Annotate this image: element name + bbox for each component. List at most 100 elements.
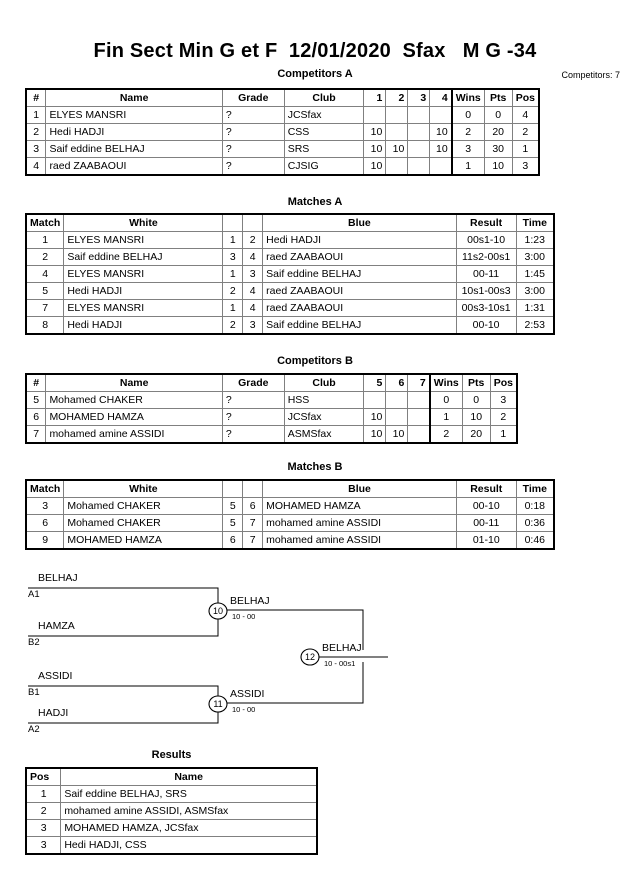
match-time: 1:31 [515, 299, 555, 317]
blue-seed: 3 [242, 316, 264, 335]
column-header: Wins [428, 373, 463, 392]
result-position: 1 [25, 785, 62, 803]
match-score-cell: 10 [385, 425, 409, 444]
match-result: 00s1-10 [455, 231, 517, 249]
match-time: 3:00 [515, 248, 555, 266]
match-score-cell: 10 [429, 123, 453, 141]
points-cell: 0 [461, 391, 491, 409]
blue-seed: 6 [242, 497, 264, 515]
wins-cell: 1 [428, 408, 463, 426]
white-competitor: Mohamed CHAKER [63, 514, 224, 532]
white-seed: 1 [222, 265, 244, 283]
result-position: 3 [25, 819, 62, 837]
blue-competitor: mohamed amine ASSIDI [262, 531, 457, 550]
column-header: Wins [450, 88, 485, 107]
match-result: 00-11 [455, 265, 517, 283]
match-number-10: 10 [213, 606, 223, 616]
match-number: 8 [25, 316, 65, 335]
competitor-club: HSS [283, 391, 365, 409]
competitor-grade: ? [221, 425, 285, 444]
points-cell: 20 [483, 123, 513, 141]
competitor-grade: ? [221, 391, 285, 409]
points-cell: 30 [483, 140, 513, 158]
column-header: Blue [262, 213, 457, 232]
blue-seed: 7 [242, 531, 264, 550]
tournament-bracket: 10 11 12 BELHAJ A1 HAMZA B2 ASSIDI B1 HA… [0, 560, 630, 740]
match-score-cell [407, 140, 431, 158]
competitor-name: Saif eddine BELHAJ [45, 140, 223, 158]
column-header: # [25, 88, 47, 107]
match-number-12: 12 [305, 652, 315, 662]
match-score-cell [385, 157, 409, 176]
bracket-entry-name: HAMZA [38, 620, 75, 632]
position-cell: 1 [489, 425, 518, 444]
white-seed: 5 [222, 514, 244, 532]
match-score-cell [429, 157, 453, 176]
points-cell: 20 [461, 425, 491, 444]
competitor-club: JCSfax [283, 106, 365, 124]
points-cell: 10 [461, 408, 491, 426]
blue-competitor: raed ZAABAOUI [262, 248, 457, 266]
white-seed: 3 [222, 248, 244, 266]
blue-seed: 4 [242, 248, 264, 266]
match-result: 01-10 [455, 531, 517, 550]
wins-cell: 2 [450, 123, 485, 141]
column-header: Pos [511, 88, 540, 107]
match-score-cell: 10 [363, 140, 387, 158]
match-number: 6 [25, 514, 65, 532]
column-header: Pos [489, 373, 518, 392]
column-header [222, 479, 244, 498]
blue-competitor: MOHAMED HAMZA [262, 497, 457, 515]
column-header: Grade [221, 373, 285, 392]
column-header: Club [283, 88, 365, 107]
competitor-number: 2 [25, 123, 47, 141]
blue-competitor: mohamed amine ASSIDI [262, 514, 457, 532]
bracket-entry-name: HADJI [38, 707, 69, 719]
match-score-cell [407, 391, 431, 409]
column-header: Pos [25, 767, 62, 786]
white-seed: 1 [222, 231, 244, 249]
competitors-count: Competitors: 7 [561, 70, 620, 80]
match-number: 9 [25, 531, 65, 550]
competitor-number: 4 [25, 157, 47, 176]
match-time: 0:36 [515, 514, 555, 532]
competitor-number: 7 [25, 425, 47, 444]
column-header [222, 213, 244, 232]
match-number: 3 [25, 497, 65, 515]
points-cell: 0 [483, 106, 513, 124]
white-competitor: Hedi HADJI [63, 282, 224, 300]
bracket-winner-name: BELHAJ [230, 595, 270, 607]
match-score-cell [407, 425, 431, 444]
competitor-name: Hedi HADJI [45, 123, 223, 141]
match-score-cell [407, 157, 431, 176]
competitor-club: CJSIG [283, 157, 365, 176]
column-header: Time [515, 479, 555, 498]
wins-cell: 0 [428, 391, 463, 409]
column-header: 2 [385, 88, 409, 107]
column-header: 7 [407, 373, 431, 392]
result-position: 3 [25, 836, 62, 855]
match-time: 0:46 [515, 531, 555, 550]
match-score-cell: 10 [363, 157, 387, 176]
bracket-entry-seed: A2 [28, 724, 40, 735]
blue-competitor: raed ZAABAOUI [262, 282, 457, 300]
white-competitor: Saif eddine BELHAJ [63, 248, 224, 266]
result-position: 2 [25, 802, 62, 820]
match-time: 0:18 [515, 497, 555, 515]
column-header: Name [60, 767, 318, 786]
bracket-lines: 10 11 12 [28, 587, 388, 724]
blue-seed: 4 [242, 282, 264, 300]
match-score-cell [385, 106, 409, 124]
blue-seed: 7 [242, 514, 264, 532]
column-header: White [63, 213, 224, 232]
